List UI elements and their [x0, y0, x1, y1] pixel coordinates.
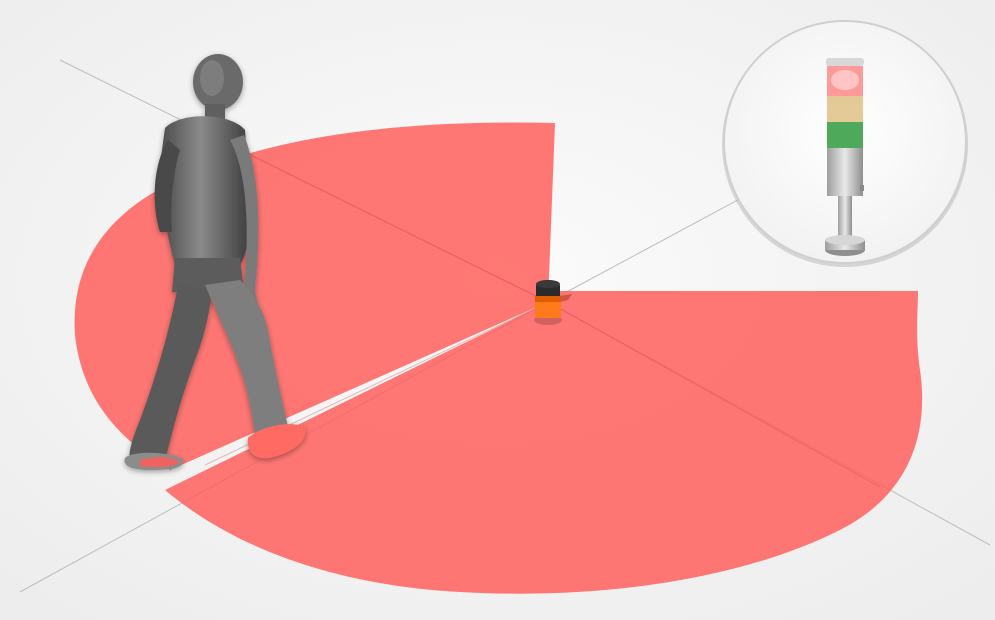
protective-field-zone-front	[165, 291, 923, 594]
tower-green-light	[827, 122, 863, 148]
signal-tower-inset	[722, 20, 968, 267]
signal-tower-icon	[825, 58, 865, 256]
laser-scanner-icon	[534, 280, 572, 325]
tower-amber-light	[827, 96, 863, 122]
walking-person-icon	[124, 54, 306, 470]
